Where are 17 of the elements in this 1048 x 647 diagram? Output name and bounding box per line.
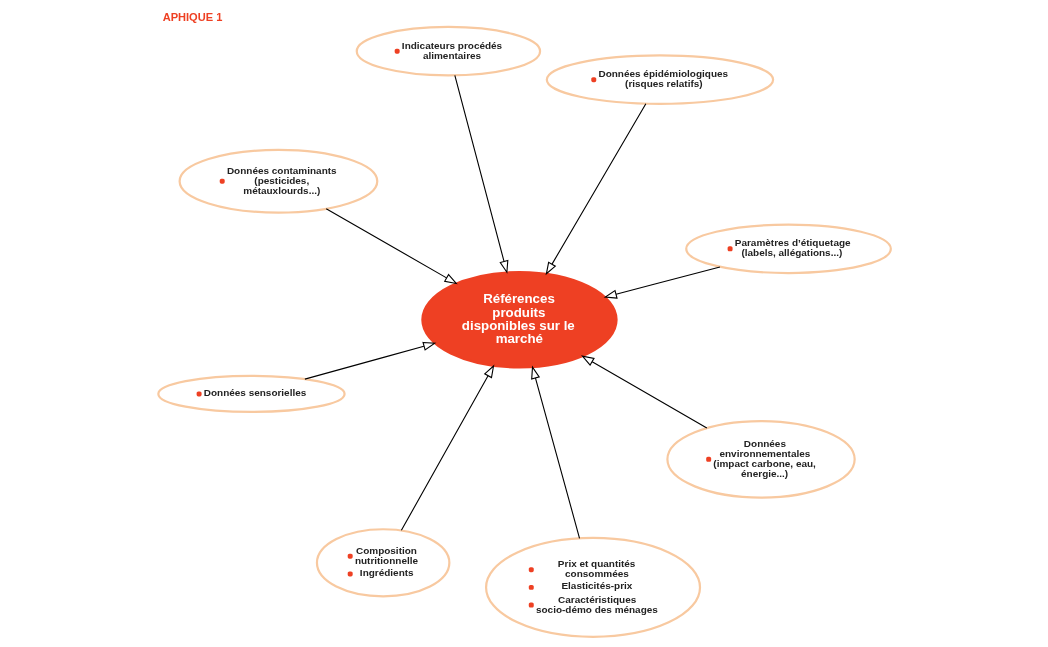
node-ellipse: Données environnementales (impact carbone, eau, énergie...) <box>665 419 856 499</box>
arrow <box>453 74 508 274</box>
arrow <box>580 355 707 429</box>
node-ellipse: Données sensorielles <box>156 374 346 414</box>
arrow <box>545 103 646 276</box>
arrow <box>400 364 494 531</box>
node-ellipse: Prix et quantités consommées Elasticités-prix Caractéristiques socio-démo des ménages <box>484 536 701 638</box>
diagram-title: APHIQUE 1 <box>162 10 222 23</box>
arrow <box>303 341 436 380</box>
arrow <box>325 208 458 285</box>
arrow <box>530 365 580 539</box>
arrow <box>603 266 720 299</box>
node-ellipse: Données contaminants (pesticides, métauxlourds...) <box>178 148 378 214</box>
node-ellipse: Indicateurs procédés alimentaires <box>355 25 541 77</box>
node-ellipse: Données épidémiologiques (risques relatifs) <box>545 54 774 105</box>
node-ellipse: Composition nutritionnelle Ingrédients <box>315 528 450 598</box>
node-ellipse: Paramètres d’étiquetage (labels, allégations...) <box>684 223 892 275</box>
